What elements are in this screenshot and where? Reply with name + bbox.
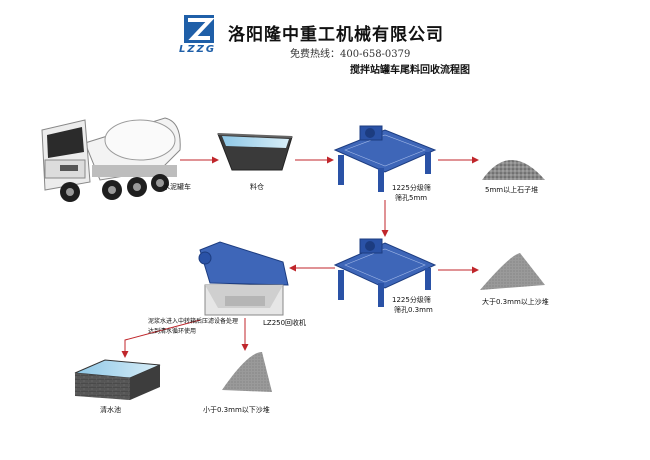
label-truck: 水泥罐车 [163,183,191,191]
diagram-title: 搅拌站罐车尾料回收流程图 [350,65,470,76]
label-screen1-line1: 1225分级筛 [392,184,431,192]
label-recycler: LZ250回收机 [263,319,307,327]
company-logo [184,15,215,43]
gravel-pile-image [482,160,545,180]
label-screen2-line1: 1225分级筛 [392,296,431,304]
label-screen1-line2: 筛孔5mm [395,194,428,202]
vibrating-screen-1-image [333,125,437,192]
label-hopper: 料仓 [250,183,264,191]
label-sand-pile-small: 小于0.3mm以下沙堆 [203,406,270,414]
label-water-pool: 清水池 [100,406,121,414]
company-name: 洛阳隆中重工机械有限公司 [228,25,444,45]
label-screen2-line2: 筛孔0.3mm [394,306,433,314]
water-pool-image [74,359,161,400]
sand-pile-large-image [480,253,545,290]
label-gravel-pile: 5mm以上石子堆 [485,186,539,194]
mixer-truck-image [41,117,181,202]
hotline-text: 免费热线：400-658-0379 [290,49,411,60]
sand-pile-small-image [222,352,272,392]
vibrating-screen-2-image [333,238,437,307]
logo-wordmark: LZZG [179,44,217,55]
arrow-recycler-to-pool [121,319,201,358]
label-sand-pile-large: 大于0.3mm以上沙堆 [482,298,549,306]
recycler-machine-image [198,241,289,316]
label-recycler-note-line2: 达到清水循环使用 [148,328,197,335]
label-recycler-note-line1: 泥浆水进入中转箱后压滤设备处理 [148,318,239,325]
hopper-image [217,133,293,171]
